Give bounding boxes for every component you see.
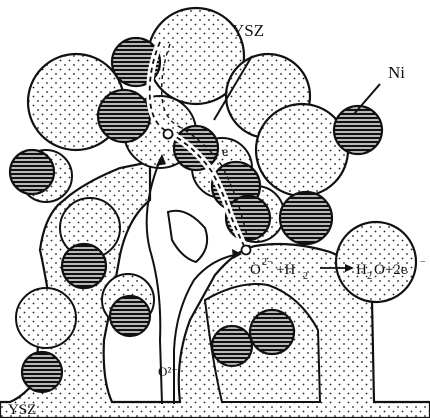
reaction-product-rest: O+2e (374, 262, 408, 278)
reaction-h-subscript: 2 (303, 271, 308, 282)
reaction-o-charge: 2− (262, 257, 273, 268)
ysz-label-bottom: YSZ (8, 402, 36, 418)
oxygen-ion-label: O²⁻ (158, 364, 178, 379)
reaction-product-h-subscript: 2 (367, 271, 372, 282)
tpb-marker-upper (164, 130, 173, 139)
electron-label: e (222, 145, 228, 160)
reaction-electron-charge: − (420, 257, 426, 268)
ysz-label-top: YSZ (232, 21, 264, 40)
ni-label: Ni (388, 63, 405, 82)
reaction-plus-h: +H (276, 262, 295, 278)
reaction-product-h: H (356, 262, 367, 278)
tpb-marker-lower (242, 246, 251, 255)
reaction-reactant-o: O (250, 262, 261, 278)
